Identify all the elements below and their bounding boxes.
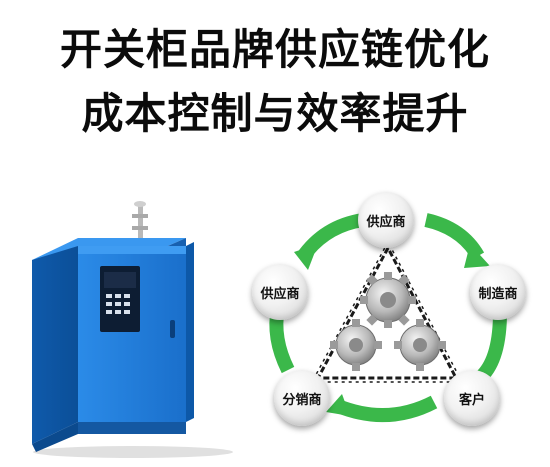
- gears-icon: [330, 272, 446, 371]
- arrow-right-to-bottomright-icon: [476, 311, 507, 381]
- page-title-line-2: 成本控制与效率提升: [81, 89, 469, 138]
- node-manufacturer: 制造商: [470, 264, 526, 320]
- page-title-line-1: 开关柜品牌供应链优化: [59, 25, 490, 74]
- node-customer: 客户: [444, 370, 500, 426]
- chain-triangle-icon: [310, 240, 464, 383]
- antenna-icon: [132, 201, 148, 250]
- switchgear-cabinet-illustration: [18, 190, 248, 460]
- node-supplier-top: 供应商: [358, 192, 414, 248]
- node-supplier-left: 供应商: [252, 264, 308, 320]
- supply-chain-cycle-diagram: 供应商 供应商 制造商 分销商 客户: [238, 180, 550, 467]
- arrow-bottomright-to-bottomleft-icon: [335, 395, 438, 423]
- node-distributor: 分销商: [274, 370, 330, 426]
- control-panel-icon: [100, 266, 140, 332]
